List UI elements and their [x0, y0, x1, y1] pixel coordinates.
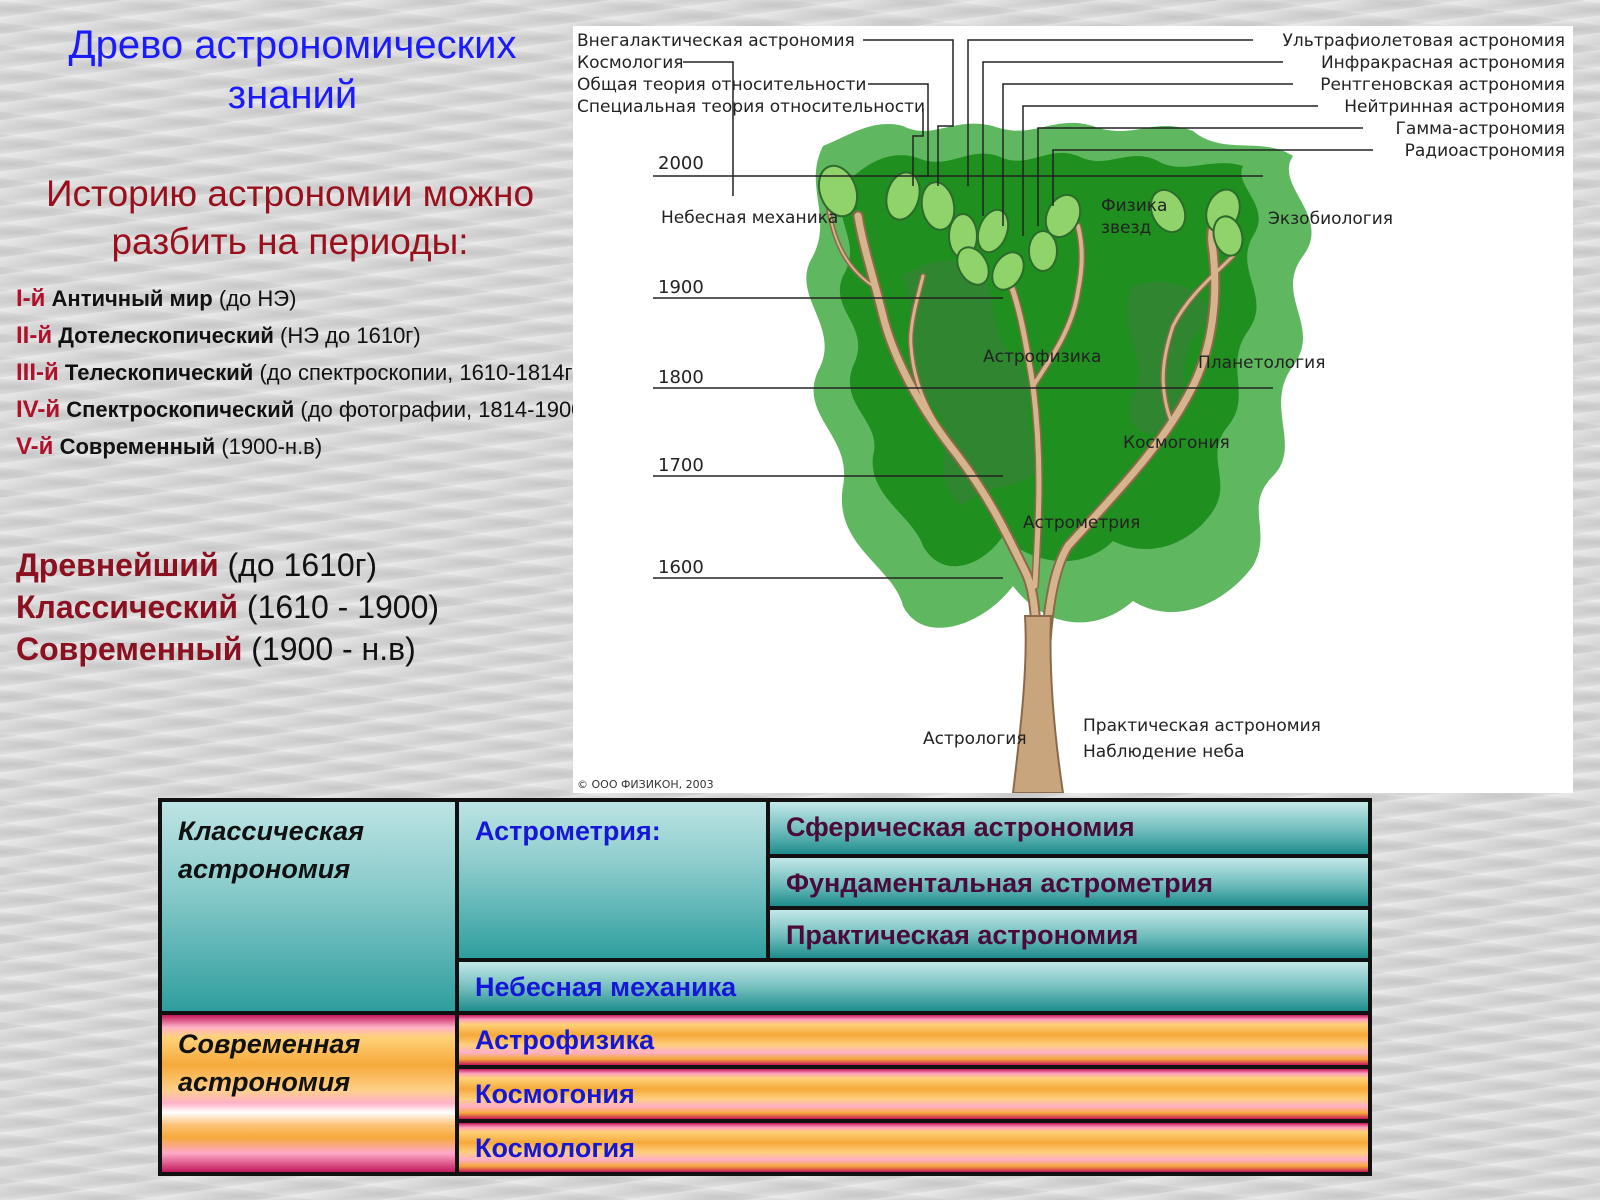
tree-label: Планетология	[1198, 353, 1325, 373]
tree-label: Общая теория относительности	[577, 75, 866, 95]
connector-lines	[683, 39, 1373, 236]
tree-label: Внегалактическая астрономия	[577, 31, 855, 51]
period-range: (до фотографии, 1814-1900гг)	[300, 397, 607, 422]
year-label: 1900	[658, 277, 704, 298]
tree-label: Гамма-астрономия	[1396, 119, 1565, 139]
tree-label: Нейтринная астрономия	[1344, 97, 1565, 117]
era-item: Древнейший (до 1610г)	[16, 544, 439, 586]
tree-label: Радиоастрономия	[1405, 141, 1565, 161]
tree-label: Экзобиология	[1268, 209, 1393, 229]
tree-label: Физика	[1101, 196, 1167, 216]
tree-diagram: 2000 1900 1800 1700 1600 Внегалактическа…	[573, 26, 1573, 793]
period-item: IV-й Спектроскопический (до фотографии, …	[16, 391, 607, 428]
tree-label: Небесная механика	[661, 208, 838, 228]
tree-svg: 2000 1900 1800 1700 1600 Внегалактическа…	[577, 31, 1565, 793]
period-item: I-й Античный мир (до НЭ)	[16, 280, 607, 317]
cell-practical: Практическая астрономия	[770, 910, 1368, 958]
foliage-shade	[903, 260, 1208, 506]
period-range: (1900-н.в)	[221, 434, 323, 459]
period-range: (до спектроскопии, 1610-1814гг)	[259, 360, 588, 385]
tree-trunk-base	[1011, 615, 1065, 793]
year-lines	[653, 175, 1273, 579]
era-item: Классический (1610 - 1900)	[16, 586, 439, 628]
year-label: 1700	[658, 455, 704, 476]
cell-modern: Современная астрономия	[162, 1015, 455, 1172]
cell-astrometry: Астрометрия:	[459, 802, 766, 958]
cell-cosmogony: Космогония	[459, 1069, 1368, 1119]
era-name: Классический	[16, 589, 239, 625]
era-name: Современный	[16, 631, 243, 667]
period-number: V-й	[16, 433, 54, 460]
copyright: © ООО ФИЗИКОН, 2003	[577, 778, 714, 791]
cell-cosmology: Космология	[459, 1123, 1368, 1172]
period-item: V-й Современный (1900-н.в)	[16, 428, 607, 465]
cell-astrophysics: Астрофизика	[459, 1015, 1368, 1065]
period-number: III-й	[16, 359, 59, 386]
page-subtitle: Историю астрономии можно разбить на пери…	[45, 173, 535, 262]
tree-label: Специальная теория относительности	[577, 97, 925, 117]
tree-label: Астрометрия	[1023, 513, 1140, 533]
cell-celestial-mechanics: Небесная механика	[459, 962, 1368, 1011]
tree-label: Астрология	[923, 729, 1027, 749]
era-range: (1610 - 1900)	[246, 589, 440, 625]
cell-fundamental: Фундаментальная астрометрия	[770, 858, 1368, 906]
era-item: Современный (1900 - н.в)	[16, 628, 439, 670]
year-label: 2000	[658, 153, 704, 174]
period-name: Телескопический	[64, 360, 254, 385]
tree-label: Космология	[577, 53, 684, 73]
era-name: Древнейший	[16, 547, 219, 583]
page-title: Древо астрономических знаний	[68, 23, 517, 117]
tree-label: Космогония	[1123, 433, 1230, 453]
leaf-cluster	[817, 164, 1244, 291]
tree-label: Астрофизика	[983, 347, 1101, 367]
period-name: Спектроскопический	[66, 397, 295, 422]
era-range: (до 1610г)	[227, 547, 378, 583]
period-name: Дотелескопический	[58, 323, 274, 348]
year-label: 1600	[658, 557, 704, 578]
tree-label: Практическая астрономия	[1083, 716, 1321, 736]
period-name: Античный мир	[51, 286, 213, 311]
year-label: 1800	[658, 367, 704, 388]
tree-label: Наблюдение неба	[1083, 742, 1245, 762]
eras-list: Древнейший (до 1610г) Классический (1610…	[16, 544, 439, 670]
period-number: II-й	[16, 322, 53, 349]
cell-spherical: Сферическая астрономия	[770, 802, 1368, 854]
period-item: II-й Дотелескопический (НЭ до 1610г)	[16, 317, 607, 354]
era-range: (1900 - н.в)	[251, 631, 416, 667]
periods-list: I-й Античный мир (до НЭ) II-й Дотелескоп…	[16, 280, 607, 465]
tree-label: Ультрафиолетовая астрономия	[1282, 31, 1565, 51]
period-number: I-й	[16, 285, 46, 312]
period-number: IV-й	[16, 396, 61, 423]
astronomy-table: Классическая астрономия Астрометрия: Сфе…	[158, 798, 1372, 1176]
period-range: (до НЭ)	[218, 286, 297, 311]
tree-label: Рентгеновская астрономия	[1320, 75, 1565, 95]
period-name: Современный	[59, 434, 216, 459]
tree-label: Инфракрасная астрономия	[1321, 53, 1565, 73]
cell-classical: Классическая астрономия	[162, 802, 455, 1011]
period-range: (НЭ до 1610г)	[280, 323, 421, 348]
period-item: III-й Телескопический (до спектроскопии,…	[16, 354, 607, 391]
tree-label: звезд	[1101, 218, 1151, 238]
